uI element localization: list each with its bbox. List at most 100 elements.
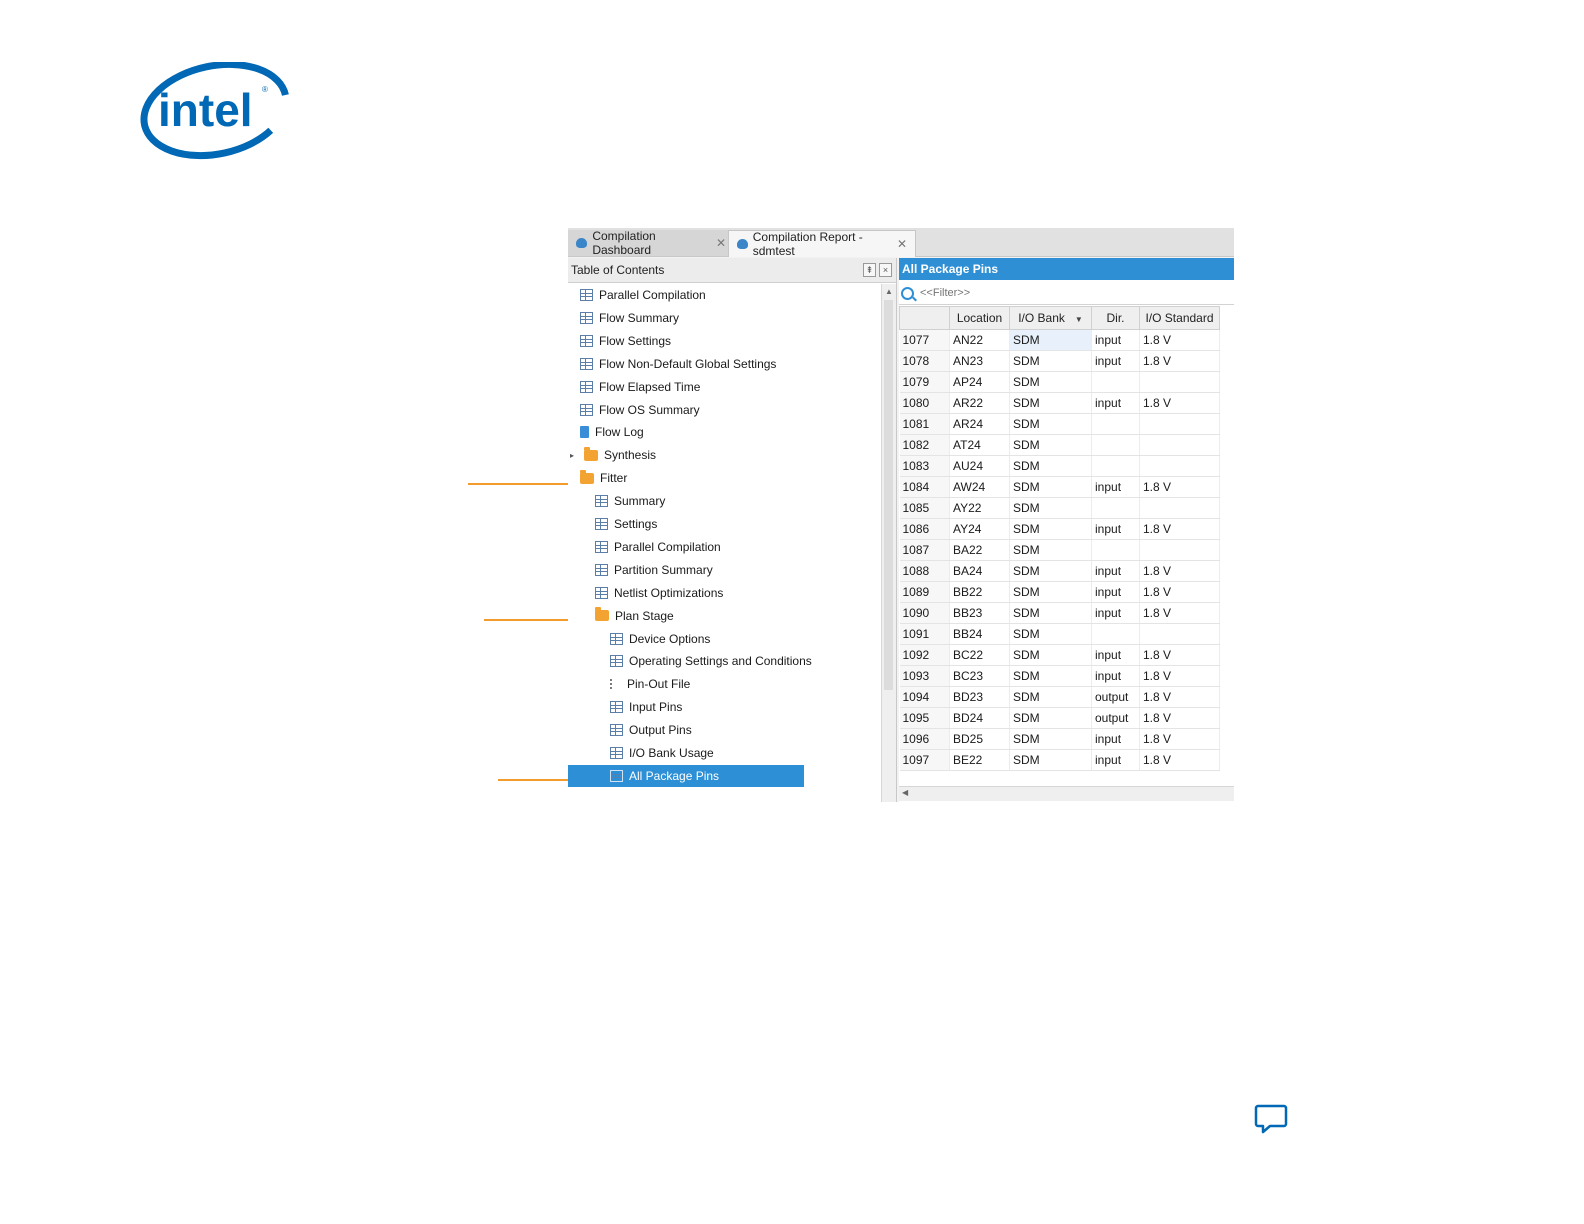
expand-arrow-icon[interactable]: ▸ [570, 450, 575, 460]
toc-item[interactable]: Pin-Out File [610, 673, 690, 695]
toc-item-label: Partition Summary [614, 562, 713, 577]
toc-item[interactable]: Partition Summary [595, 559, 713, 581]
table-cell: AY24 [949, 518, 1010, 540]
table-icon [580, 357, 593, 370]
pin-file-icon [610, 679, 621, 690]
filter-input[interactable] [918, 286, 1122, 300]
report-icon [737, 239, 748, 249]
table-cell: 1092 [899, 644, 950, 666]
table-cell: AN22 [949, 329, 1010, 351]
toc-item[interactable]: All Package Pins [568, 764, 804, 787]
scroll-up-icon[interactable]: ▲ [885, 287, 893, 296]
column-header[interactable]: Dir. [1091, 306, 1140, 330]
table-icon [580, 334, 593, 347]
toc-item[interactable]: ▸Synthesis [570, 444, 656, 466]
tab-compilation-dashboard[interactable]: Compilation Dashboard ✕ [568, 229, 735, 257]
chat-bubble-icon[interactable] [1254, 1102, 1288, 1136]
toc-item[interactable]: Operating Settings and Conditions [610, 650, 812, 672]
table-cell: BC22 [949, 644, 1010, 666]
table-cell: SDM [1009, 728, 1092, 750]
table-icon [595, 563, 608, 576]
toc-item-label: Device Options [629, 631, 711, 646]
column-header[interactable] [899, 306, 950, 330]
table-cell: input [1091, 518, 1140, 540]
toc-item[interactable]: Flow Summary [580, 307, 679, 329]
table-cell: BA24 [949, 560, 1010, 582]
table-icon [610, 769, 623, 782]
toc-item[interactable]: Plan Stage [595, 605, 674, 627]
svg-text:®: ® [262, 85, 268, 94]
toc-item[interactable]: Flow Settings [580, 330, 671, 352]
table-horizontal-scrollbar[interactable]: ◀ [899, 786, 1234, 801]
table-cell [1091, 455, 1140, 477]
table-cell: 1077 [899, 329, 950, 351]
toc-item[interactable]: Input Pins [610, 696, 682, 718]
table-cell: input [1091, 329, 1140, 351]
toc-item[interactable]: I/O Bank Usage [610, 742, 714, 764]
table-cell: input [1091, 560, 1140, 582]
tab-compilation-report[interactable]: Compilation Report - sdmtest ✕ [728, 230, 916, 258]
pin-icon[interactable]: ⇞ [863, 263, 876, 277]
toc-item[interactable]: Settings [595, 513, 657, 535]
toc-item[interactable]: Output Pins [610, 719, 692, 741]
scroll-left-icon[interactable]: ◀ [902, 788, 909, 797]
table-cell: AU24 [949, 455, 1010, 477]
toc-item[interactable]: Parallel Compilation [595, 536, 721, 558]
table-of-contents-pane: Table of Contents ⇞ × Parallel Compilati… [568, 258, 897, 802]
toc-item[interactable]: Flow Elapsed Time [580, 376, 700, 398]
toc-item[interactable]: Summary [595, 490, 665, 512]
column-header[interactable]: I/O Standard [1139, 306, 1220, 330]
sort-desc-icon[interactable]: ▼ [1074, 315, 1083, 324]
report-title: All Package Pins [899, 258, 1234, 280]
table-cell: SDM [1009, 434, 1092, 456]
toc-item[interactable]: Device Options [610, 628, 710, 650]
toc-item[interactable]: Parallel Compilation [580, 284, 706, 306]
close-icon[interactable]: ✕ [715, 236, 726, 250]
search-icon[interactable] [901, 286, 914, 300]
tab-bar: Compilation Dashboard ✕ Compilation Repo… [568, 228, 1234, 258]
close-icon[interactable]: ✕ [896, 237, 907, 251]
toc-item[interactable]: Flow Non-Default Global Settings [580, 353, 776, 375]
dashboard-icon [576, 238, 588, 248]
toc-item-label: Input Pins [629, 700, 683, 715]
column-header[interactable]: Location [949, 306, 1010, 330]
toc-item[interactable]: Flow OS Summary [580, 399, 700, 421]
scroll-thumb[interactable] [884, 300, 893, 690]
table-cell: 1093 [899, 665, 950, 687]
toc-item[interactable]: Netlist Optimizations [595, 582, 723, 604]
toc-header: Table of Contents ⇞ × [568, 258, 896, 283]
close-pane-icon[interactable]: × [879, 263, 892, 277]
table-cell: SDM [1009, 455, 1092, 477]
table-icon [595, 540, 608, 553]
folder-open-icon [595, 607, 609, 622]
toc-vertical-scrollbar[interactable]: ▲ [881, 284, 896, 802]
toc-item[interactable]: Fitter [580, 467, 627, 489]
table-cell: 1090 [899, 602, 950, 624]
column-header-label: Dir. [1106, 311, 1125, 325]
table-cell [1139, 623, 1220, 645]
column-header[interactable]: I/O Bank▼ [1009, 306, 1092, 330]
table-cell [1091, 413, 1140, 435]
toc-item[interactable]: Flow Log [580, 421, 644, 443]
